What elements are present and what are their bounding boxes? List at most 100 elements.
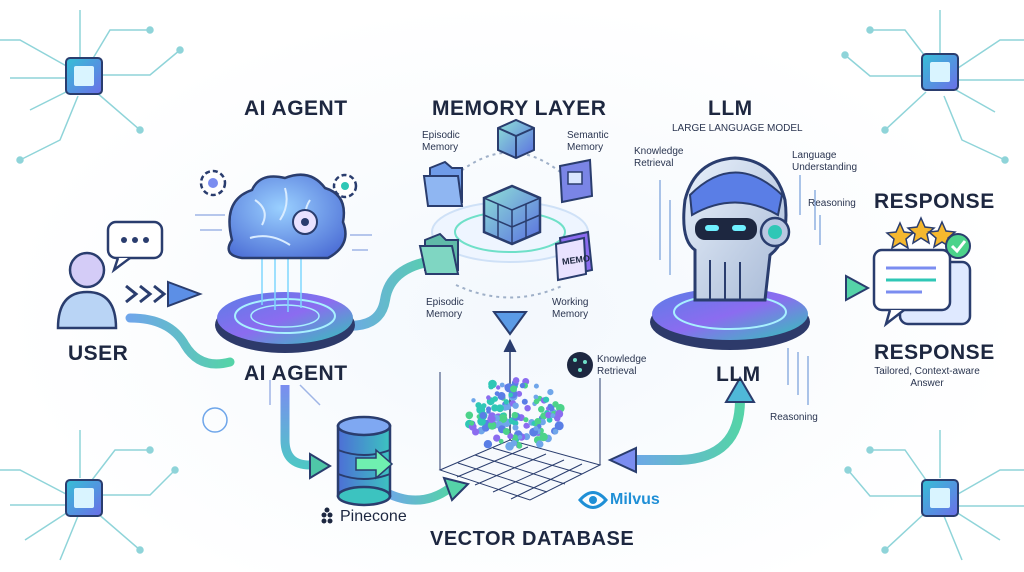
- circuit-top-right: [841, 10, 1024, 164]
- vector-point: [479, 412, 487, 419]
- circuit-bottom-right: [844, 430, 1024, 561]
- star-icon: [885, 221, 915, 250]
- vector-point: [539, 432, 548, 442]
- vector-point: [472, 428, 480, 436]
- episodic-memory-top-line-1: Episodic Memory: [422, 130, 460, 153]
- chip-icon: [65, 479, 103, 517]
- vector-point: [552, 428, 559, 435]
- vector-database-title: VECTOR DATABASE: [430, 528, 635, 550]
- vector-point: [554, 415, 561, 422]
- vector-point: [499, 382, 505, 388]
- agent-platform: [215, 292, 355, 353]
- llm-knowledge-retrieval-label: Knowledge Retrieval: [634, 146, 684, 169]
- memory-layer-title: MEMORY LAYER: [432, 97, 607, 120]
- check-icon: [945, 233, 971, 259]
- user-label: USER: [68, 342, 129, 365]
- llm-side-lines: [659, 175, 821, 405]
- vector-point: [502, 428, 510, 435]
- vector-grid: [438, 338, 602, 501]
- vector-point: [543, 396, 550, 403]
- database-icon: [336, 415, 394, 507]
- vector-knowledge-retrieval-label: Knowledge Retrieval: [597, 354, 647, 377]
- vector-point: [554, 421, 564, 431]
- vector-point: [533, 398, 540, 405]
- vector-point: [496, 404, 504, 413]
- vector-point: [486, 395, 491, 400]
- chip-icon: [65, 57, 103, 95]
- vector-point: [477, 417, 486, 426]
- vector-point: [491, 404, 499, 412]
- vector-point: [547, 403, 553, 409]
- database-to-vector-arrow: [382, 476, 470, 505]
- vector-point: [498, 438, 504, 444]
- vector-point: [511, 411, 519, 419]
- agent-bottom-label: AI AGENT: [244, 362, 348, 385]
- folder-icon: [558, 158, 594, 204]
- vector-point: [507, 433, 514, 440]
- circuit-top-left: [0, 10, 184, 164]
- agent-beams: [261, 255, 302, 312]
- vector-point: [516, 390, 523, 397]
- pinecone-label: Pinecone: [340, 508, 407, 525]
- vector-scatter: [465, 377, 565, 451]
- folder-icon: [422, 160, 464, 207]
- vector-point: [538, 406, 545, 413]
- gear-icon: [332, 173, 358, 199]
- vector-point: [469, 420, 475, 426]
- vector-point: [481, 423, 490, 432]
- folder-icon: [418, 232, 460, 275]
- cube-icon: [482, 184, 542, 246]
- llm-subtitle: LARGE LANGUAGE MODEL: [672, 123, 803, 134]
- working-memory-label: Working Memory: [552, 297, 589, 320]
- vector-point: [497, 392, 506, 400]
- vector-point: [545, 411, 552, 419]
- vector-point: [465, 411, 474, 420]
- brain-icon: [227, 173, 347, 260]
- robot-head-icon: [682, 156, 791, 302]
- vector-point: [550, 413, 556, 419]
- vector-point: [503, 399, 509, 405]
- chip-icon: [921, 53, 959, 91]
- vector-point: [534, 418, 542, 425]
- star-icon: [906, 216, 936, 245]
- vector-point: [486, 409, 491, 414]
- vector-point: [508, 392, 513, 398]
- knowledge-icon: [567, 352, 593, 378]
- vector-point: [512, 377, 520, 384]
- vector-point: [546, 416, 553, 423]
- response-top-label: RESPONSE: [874, 190, 995, 213]
- agent-side-lines: [195, 214, 372, 433]
- vector-point: [493, 434, 501, 442]
- vector-point: [519, 382, 526, 389]
- chat-bubble-icon: [106, 220, 164, 274]
- vector-point: [533, 383, 539, 389]
- episodic-memory-top-label: Episodic Memory: [422, 130, 460, 154]
- vector-point: [496, 385, 501, 390]
- pinecone-logo-icon: [321, 507, 333, 524]
- llm-platform: [650, 288, 810, 350]
- folder-icon: [554, 230, 594, 282]
- vector-point: [508, 417, 514, 423]
- response-card-icon: [872, 248, 972, 328]
- vector-point: [512, 402, 519, 409]
- vector-point: [533, 394, 539, 400]
- vector-point: [488, 379, 497, 389]
- llm-top-label: LLM: [708, 97, 753, 120]
- gear-icon: [199, 169, 227, 197]
- semantic-memory-label: Semantic Memory: [567, 130, 609, 153]
- llm-language-understanding-label: Language Understanding: [792, 150, 858, 173]
- memory-to-vector-arrow: [492, 278, 528, 336]
- vector-point: [498, 414, 508, 424]
- response-subtitle: Tailored, Context-aware Answer: [874, 366, 980, 389]
- vector-point: [476, 405, 486, 415]
- chip-icon: [921, 479, 959, 517]
- cube-icon: [497, 118, 535, 160]
- milvus-label: Milvus: [610, 491, 660, 508]
- user-return-connector: [125, 313, 235, 369]
- vector-point: [492, 396, 498, 402]
- vector-to-llm-arrow: [607, 376, 756, 474]
- circuit-bottom-left: [0, 430, 179, 561]
- llm-reasoning-top-label: Reasoning: [808, 198, 856, 209]
